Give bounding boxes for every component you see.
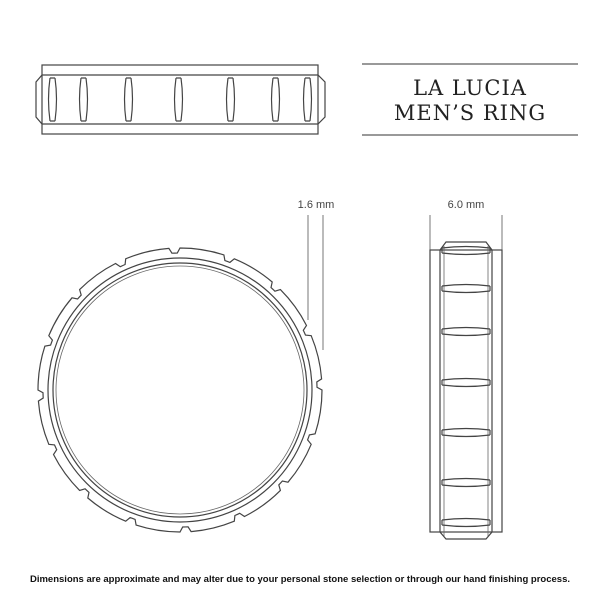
groove (123, 77, 134, 122)
groove (173, 77, 184, 122)
groove (441, 427, 491, 438)
ring-top-view (35, 64, 326, 135)
thickness-dimension: 1.6 mm (298, 199, 335, 350)
groove (47, 77, 58, 122)
ring-front-view (37, 247, 323, 533)
groove (78, 77, 89, 122)
groove (302, 77, 313, 122)
groove (270, 77, 281, 122)
width-label: 6.0 mm (448, 199, 485, 211)
ring-side-view (429, 241, 503, 540)
groove (441, 245, 491, 256)
disclaimer: Dimensions are approximate and may alter… (29, 574, 571, 585)
groove (225, 77, 236, 122)
groove (441, 283, 491, 294)
thickness-label: 1.6 mm (298, 199, 335, 211)
groove (441, 517, 491, 528)
title-line-1: LA LUCIA (413, 76, 527, 100)
groove (441, 326, 491, 337)
groove (441, 377, 491, 388)
groove (441, 477, 491, 488)
width-dimension: 6.0 mm (429, 199, 503, 250)
title-line-2: MEN’S RING (393, 101, 547, 125)
